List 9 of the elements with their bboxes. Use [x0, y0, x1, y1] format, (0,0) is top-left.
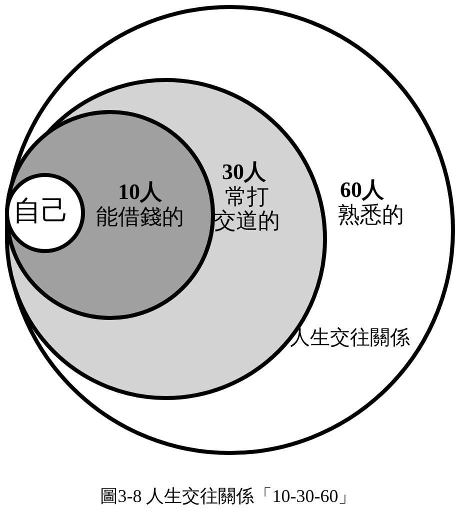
circle-label: 熟悉的 [338, 204, 404, 228]
count-label: 60人 [340, 178, 384, 202]
caption: 圖3-8 人生交往關係「10-30-60」 [98, 485, 358, 508]
circle-label: 常打交道的 [213, 186, 281, 234]
circle-label: 能借錢的 [96, 206, 184, 230]
title-label: 人生交往關係 [290, 326, 410, 348]
count-label: 30人 [222, 160, 266, 184]
circle-label: 自己 [13, 196, 69, 227]
count-label: 10人 [118, 180, 162, 204]
